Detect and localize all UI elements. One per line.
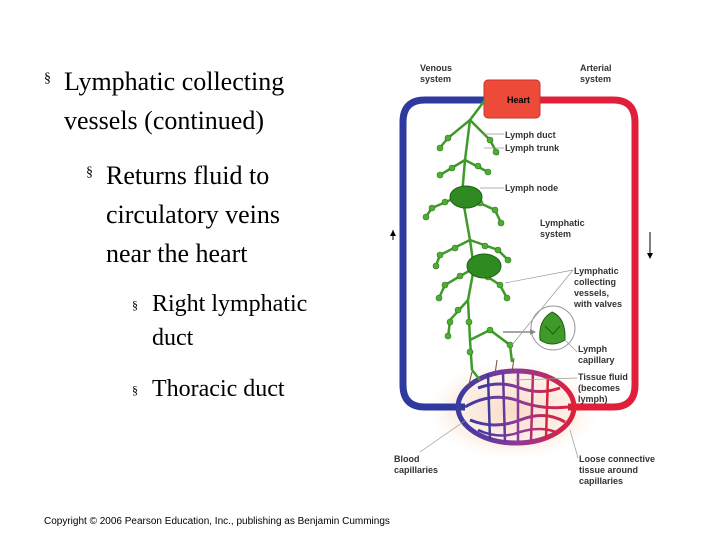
lymph-capillary-label: Lymph capillary: [578, 344, 615, 365]
collecting-vessels-label: Lymphatic collecting vessels, with valve…: [573, 266, 622, 309]
bullet-line: vessels (continued): [64, 106, 265, 135]
bullet-line: circulatory veins: [106, 200, 280, 229]
artery-path: [540, 96, 639, 411]
bullet-marker: §: [86, 165, 93, 180]
bullet-line: Right lymphatic: [152, 291, 308, 317]
lymph-node: [449, 185, 483, 209]
bullet-line: Lymphatic collecting: [64, 67, 285, 96]
heart-box: [483, 79, 541, 119]
lymph-trunk-label: Lymph trunk: [505, 143, 560, 153]
lymph-node-label: Lymph node: [505, 183, 558, 193]
tissue-fluid-label: Tissue fluid (becomes lymph): [578, 372, 630, 404]
bullet-returns-fluid: § Returns fluid to circulatory veins nea…: [86, 156, 280, 273]
bullet-lymphatic-collecting-vessels: § Lymphatic collecting vessels (continue…: [44, 62, 284, 140]
blood-capillaries-label: Blood capillaries: [394, 454, 438, 475]
tissue-fluid-arrows: [467, 357, 515, 389]
lymph-node: [466, 253, 502, 279]
heart-label: Heart: [507, 95, 530, 105]
bullet-marker: §: [132, 383, 138, 397]
bullet-line: near the heart: [106, 239, 248, 268]
bullet-marker: §: [132, 298, 138, 312]
bullet-right-lymphatic-duct: § Right lymphatic duct: [132, 287, 307, 355]
bullet-marker: §: [44, 71, 51, 86]
bullet-line: Returns fluid to: [106, 161, 270, 190]
vein-path: [399, 96, 485, 411]
copyright-notice: Copyright © 2006 Pearson Education, Inc.…: [44, 516, 390, 527]
venous-system-label: Venous system: [420, 63, 455, 84]
lymph-duct-label: Lymph duct: [505, 130, 556, 140]
loose-connective-label: Loose connective tissue around capillari…: [579, 454, 658, 486]
lymphatic-system-label: Lymphatic system: [540, 218, 587, 239]
lymphatic-system-diagram: Heart: [390, 63, 658, 486]
lymphatic-vessels: [423, 99, 514, 381]
bullet-line: duct: [152, 325, 194, 351]
arterial-system-label: Arterial system: [580, 63, 614, 84]
lymph-valves: [422, 134, 514, 356]
blood-capillary-bed: [455, 368, 577, 446]
bullet-thoracic-duct: § Thoracic duct: [132, 372, 285, 406]
slide-text: § Lymphatic collecting vessels (continue…: [44, 62, 307, 406]
bullet-line: Thoracic duct: [152, 376, 285, 402]
